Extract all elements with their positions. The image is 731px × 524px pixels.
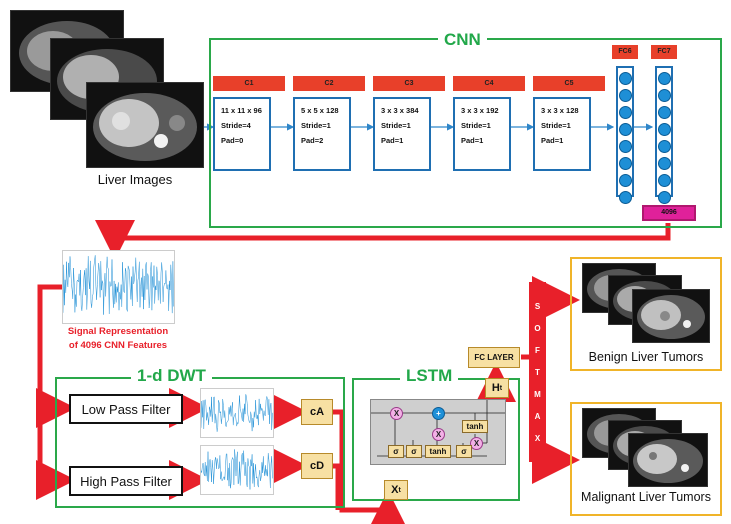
lstm-cell: X + X X σ σ tanh σ tanh [370, 399, 506, 465]
forget-multiply-node: X [390, 407, 403, 420]
ca-signal-plot [200, 388, 274, 438]
layer-params: 3 x 3 x 128 Stride=1 Pad=1 [533, 97, 591, 171]
candidate-tanh: tanh [425, 445, 451, 458]
layer-params: 5 x 5 x 128 Stride=1 Pad=2 [293, 97, 351, 171]
softmax-letter: T [535, 368, 540, 377]
layer-header: C5 [533, 76, 605, 91]
layer-params: 3 x 3 x 192 Stride=1 Pad=1 [453, 97, 511, 171]
cd-signal-plot [200, 445, 274, 495]
signal-waveform [200, 449, 273, 490]
fc7-neurons [655, 66, 673, 204]
stride: Stride=1 [301, 121, 331, 130]
cell-tanh: tanh [462, 420, 488, 433]
softmax-letter: M [534, 390, 541, 399]
layer-header: C4 [453, 76, 525, 91]
signal-plot [62, 250, 175, 324]
softmax-label: S O F T M A X [529, 296, 546, 450]
layer-header: C1 [213, 76, 285, 91]
input-gate-sigma: σ [406, 445, 422, 458]
signal-caption: Signal Representation of 4096 CNN Featur… [48, 325, 188, 353]
ca-coefficient: cA [301, 399, 333, 425]
softmax-letter: F [535, 346, 540, 355]
output-gate-sigma: σ [456, 445, 472, 458]
output-multiply-node: X [470, 437, 483, 450]
kernel-size: 3 x 3 x 192 [461, 106, 499, 115]
padding: Pad=2 [301, 136, 324, 145]
padding: Pad=1 [381, 136, 404, 145]
signal-waveform [62, 255, 174, 315]
malignant-output-frame [570, 402, 722, 516]
fc6-header: FC6 [612, 45, 638, 59]
kernel-size: 3 x 3 x 384 [381, 106, 419, 115]
padding: Pad=1 [541, 136, 564, 145]
padding: Pad=0 [221, 136, 244, 145]
signal-waveform [200, 394, 273, 432]
layer-header: C3 [373, 76, 445, 91]
ct-scan-image [86, 82, 204, 168]
softmax-letter: A [534, 412, 541, 421]
ct-scan-image [632, 289, 710, 343]
signal-caption-line2: of 4096 CNN Features [68, 340, 168, 351]
fc7-header: FC7 [651, 45, 677, 59]
layer-params: 3 x 3 x 384 Stride=1 Pad=1 [373, 97, 431, 171]
dwt-title: 1-d DWT [131, 366, 212, 386]
arrow-features-to-signal [95, 220, 671, 260]
stride: Stride=1 [461, 121, 491, 130]
stride: Stride=1 [381, 121, 411, 130]
liver-images-label: Liver Images [97, 172, 173, 187]
xt-symbol: X [391, 484, 399, 496]
ct-scan-image [628, 433, 708, 487]
softmax-letter: X [534, 434, 541, 443]
stride: Stride=1 [541, 121, 571, 130]
malignant-label: Malignant Liver Tumors [581, 490, 711, 504]
fc-layer: FC LAYER [468, 347, 520, 368]
layer-params: 11 x 11 x 96 Stride=4 Pad=0 [213, 97, 271, 171]
forget-gate-sigma: σ [388, 445, 404, 458]
high-pass-filter: High Pass Filter [69, 466, 183, 496]
input-multiply-node: X [432, 428, 445, 441]
signal-caption-line1: Signal Representation [67, 326, 169, 337]
ht-symbol: H [491, 382, 500, 394]
feature-count-badge: 4096 [642, 205, 696, 221]
softmax-letter: S [534, 302, 541, 311]
add-node: + [432, 407, 445, 420]
softmax-letter: O [534, 324, 541, 333]
fc6-neurons [616, 66, 634, 204]
cnn-title: CNN [438, 30, 487, 50]
benign-output-frame [570, 257, 722, 371]
lstm-title: LSTM [400, 366, 459, 386]
kernel-size: 3 x 3 x 128 [541, 106, 579, 115]
stride: Stride=4 [221, 121, 251, 130]
benign-label: Benign Liver Tumors [588, 350, 704, 364]
layer-header: C2 [293, 76, 365, 91]
kernel-size: 11 x 11 x 96 [221, 106, 262, 115]
softmax-bar [529, 282, 546, 462]
kernel-size: 5 x 5 x 128 [301, 106, 339, 115]
xt-subscript: t [398, 486, 401, 494]
arrow-signal-to-filters [36, 284, 76, 428]
low-pass-filter: Low Pass Filter [69, 394, 183, 424]
padding: Pad=1 [461, 136, 484, 145]
cd-coefficient: cD [301, 453, 333, 479]
ht-subscript: t [499, 384, 503, 392]
